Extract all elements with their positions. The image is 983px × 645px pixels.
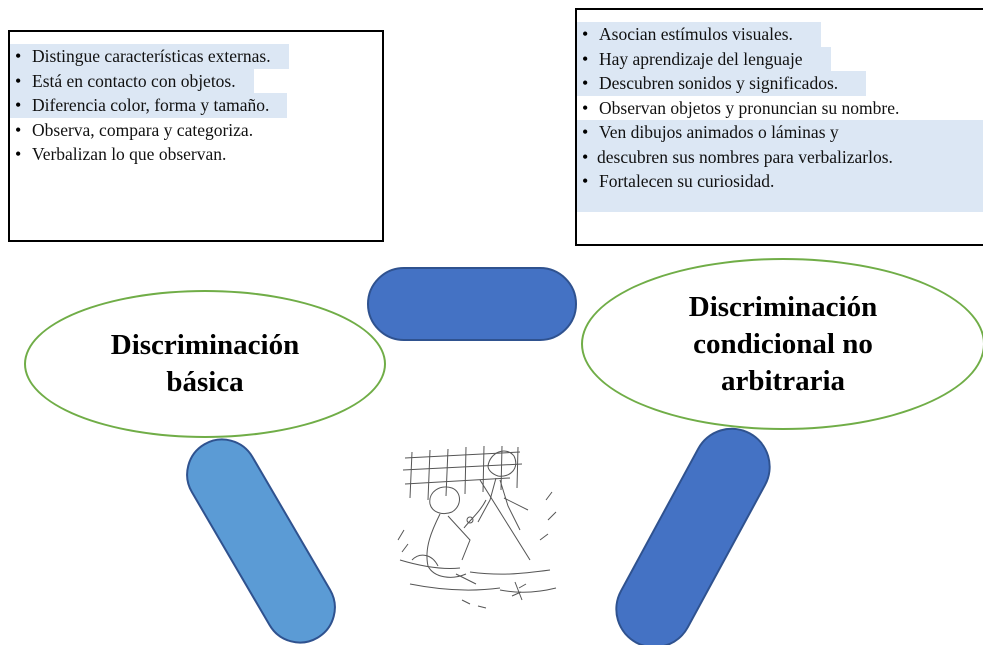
- list-item: Observan objetos y pronuncian su nombre.: [577, 96, 983, 121]
- list-item: Descubren sonidos y significados.: [577, 71, 867, 96]
- list-item: Observa, compara y categoriza.: [10, 118, 382, 143]
- left-bullet-list: Distingue características externas. Está…: [10, 44, 382, 167]
- list-item: Ven dibujos animados o láminas y: [577, 120, 983, 145]
- ellipse-line: básica: [166, 366, 244, 398]
- list-item: Distingue características externas.: [10, 44, 289, 69]
- left-text-box: Distingue características externas. Está…: [8, 30, 384, 242]
- right-bullet-list: Asocian estímulos visuales. Hay aprendiz…: [577, 22, 983, 194]
- bottom-left-capsule: [186, 438, 336, 644]
- ellipse-line: Discriminación: [110, 329, 300, 361]
- ellipse-line: condicional no: [693, 327, 873, 360]
- children-sketch-image: [397, 445, 557, 609]
- list-item: Hay aprendizaje del lenguaje: [577, 46, 831, 71]
- ellipse-line: arbitraria: [720, 364, 845, 397]
- ellipse-line: Discriminación: [688, 290, 878, 323]
- top-capsule: [367, 267, 577, 341]
- list-item-continuation: descubren sus nombres para verbalizarlos…: [577, 144, 983, 169]
- list-item: Fortalecen su curiosidad.: [577, 169, 983, 194]
- conditional-discrimination-ellipse: Discriminación condicional no arbitraria: [581, 258, 983, 430]
- list-item: Verbalizan lo que observan.: [10, 142, 382, 167]
- highlight-tail: [577, 193, 983, 212]
- ellipse-label: Discriminación básica: [111, 327, 300, 401]
- ellipse-label: Discriminación condicional no arbitraria: [689, 289, 878, 400]
- right-text-box: Asocian estímulos visuales. Hay aprendiz…: [575, 8, 983, 246]
- bottom-right-capsule: [615, 427, 771, 645]
- list-item: Diferencia color, forma y tamaño.: [10, 93, 288, 118]
- list-item: Asocian estímulos visuales.: [577, 22, 821, 47]
- list-item: Está en contacto con objetos.: [10, 68, 254, 93]
- basic-discrimination-ellipse: Discriminación básica: [24, 290, 386, 438]
